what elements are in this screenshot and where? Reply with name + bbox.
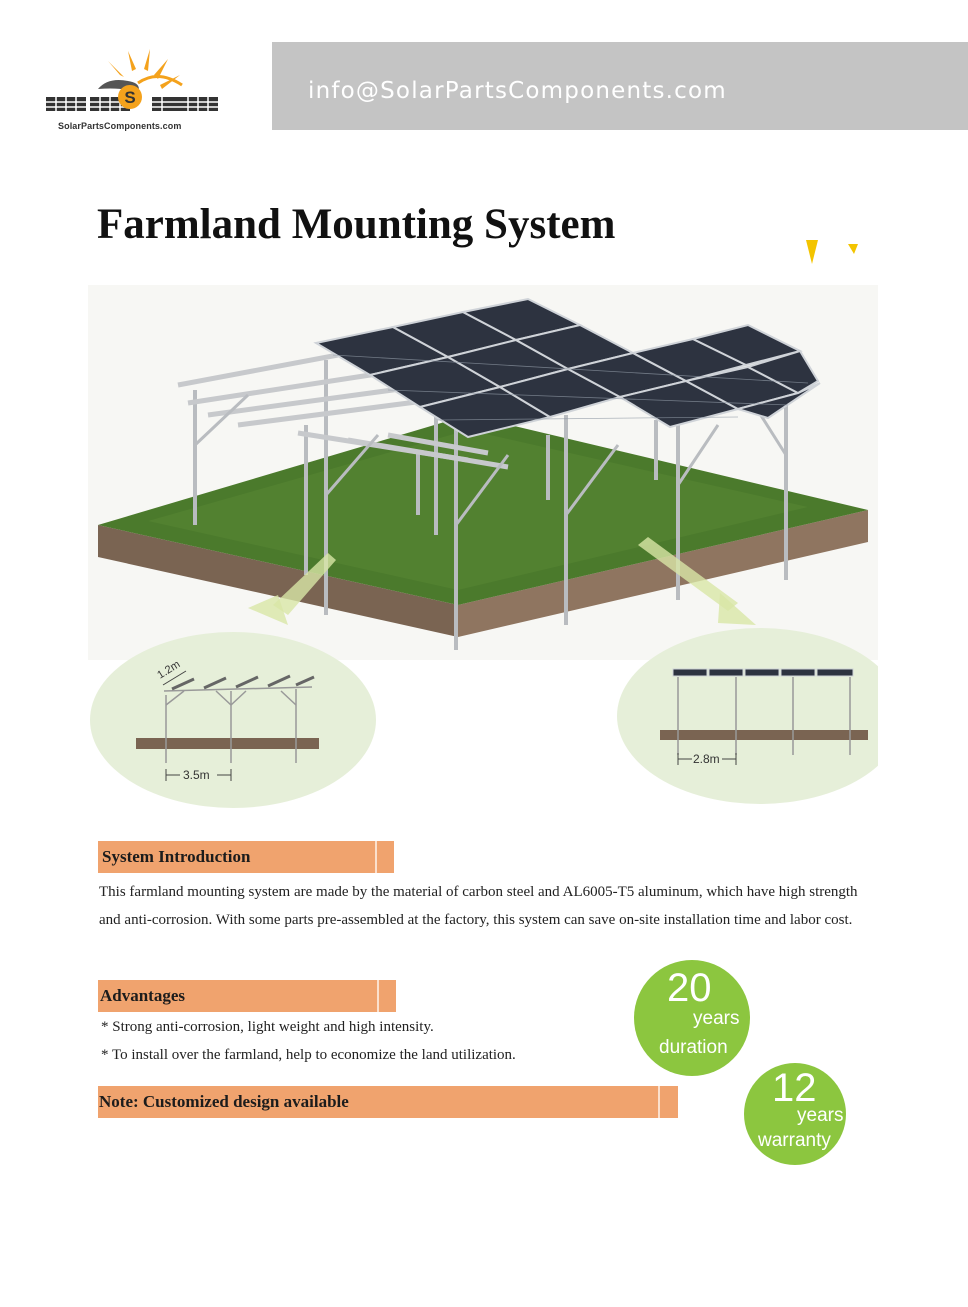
bar-divider <box>658 1086 660 1118</box>
logo-text: SolarPartsComponents.com <box>58 121 182 131</box>
system-introduction-text: This farmland mounting system are made b… <box>99 884 858 928</box>
side-view-oval <box>90 632 376 808</box>
soil-block <box>98 525 458 637</box>
duration-label: duration <box>659 1037 728 1058</box>
page-title: Farmland Mounting System <box>97 201 616 248</box>
advantage-item: * To install over the farmland, help to … <box>101 1047 516 1063</box>
duration-number: 20 <box>667 966 712 1010</box>
system-introduction-bar <box>98 841 394 873</box>
solar-panels <box>313 297 821 439</box>
duration-badge: 20 years duration <box>634 960 750 1076</box>
advantages-heading: Advantages <box>100 986 186 1005</box>
bar-divider <box>377 980 379 1012</box>
company-logo: S <box>46 49 218 111</box>
farmland-mounting-illustration: 1.2m 3.5m 2.8m <box>88 285 878 808</box>
logo-mark-letter: S <box>124 88 135 107</box>
left-span-label: 3.5m <box>183 768 210 782</box>
duration-unit: years <box>693 1008 740 1029</box>
warranty-unit: years <box>797 1105 844 1126</box>
warranty-badge: 12 years warranty <box>744 1063 846 1165</box>
warranty-label: warranty <box>758 1130 831 1151</box>
advantages-bar <box>98 980 396 1012</box>
system-introduction-heading: System Introduction <box>102 847 251 866</box>
email-banner <box>272 42 968 130</box>
warranty-number: 12 <box>772 1066 817 1110</box>
advantage-item: * Strong anti-corrosion, light weight an… <box>101 1019 434 1035</box>
note-text: Note: Customized design available <box>99 1092 349 1111</box>
right-span-label: 2.8m <box>693 752 720 766</box>
bar-divider <box>375 841 377 873</box>
email-address[interactable]: info@SolarPartsComponents.com <box>308 78 727 104</box>
grass-field <box>98 415 868 605</box>
note-bar <box>98 1086 678 1118</box>
decorative-triangles <box>806 240 858 264</box>
